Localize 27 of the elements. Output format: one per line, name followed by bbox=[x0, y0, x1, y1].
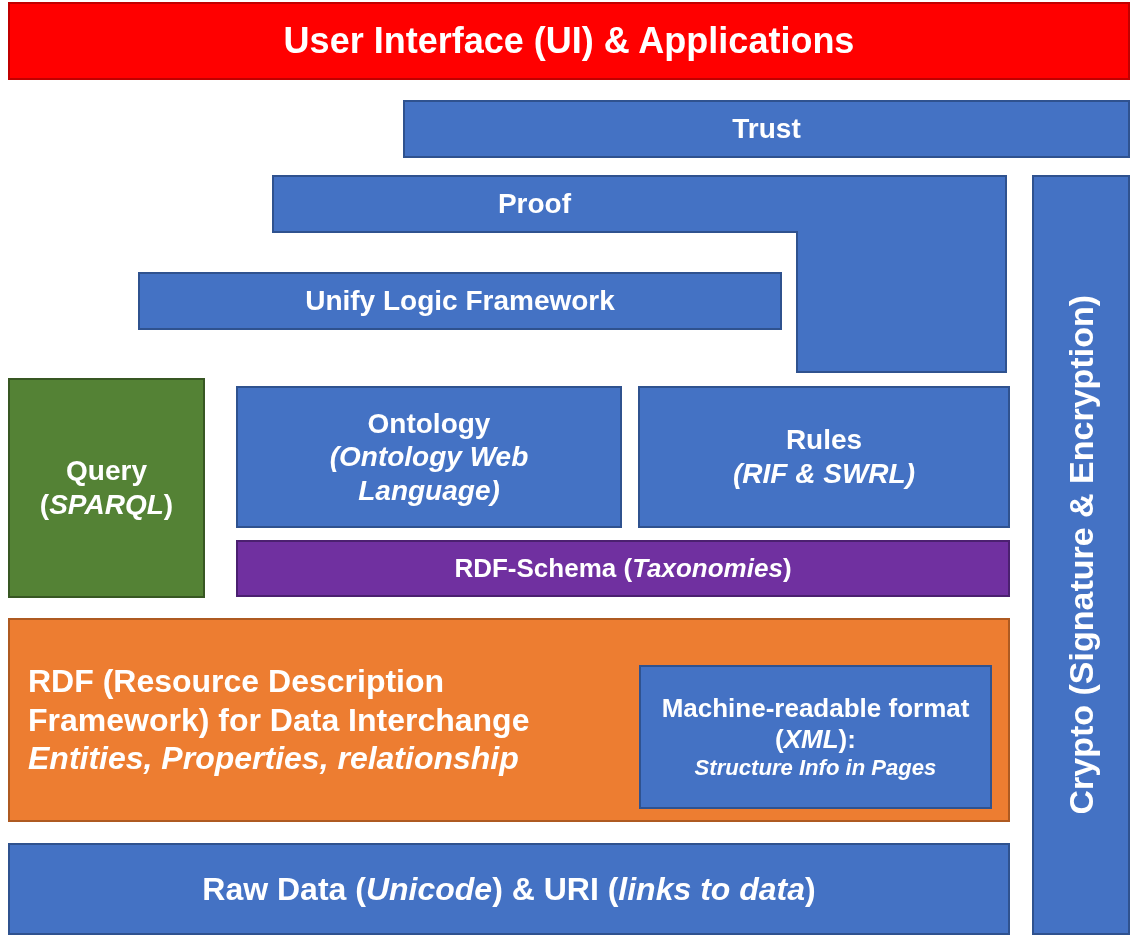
layer-bar bbox=[8, 843, 1010, 935]
layer-label: (RIF & SWRL) bbox=[733, 457, 915, 491]
layer-label: Entities, Properties, relationship bbox=[28, 739, 519, 778]
layer-bar bbox=[639, 665, 992, 809]
layer-label: Proof bbox=[497, 186, 572, 221]
layer-bar bbox=[138, 272, 782, 330]
layer-label: Ontology bbox=[367, 406, 491, 441]
layer-label: Query (SPARQL) bbox=[38, 454, 175, 522]
layer-bar bbox=[8, 378, 205, 598]
layer-label: RDF (Resource Description Framework) for Data Interchange bbox=[28, 662, 531, 740]
layer-label: Crypto (Signature & Encryption) bbox=[1060, 295, 1101, 815]
layer-bar bbox=[403, 100, 1130, 158]
layer-label: RDF-Schema (Taxonomies) bbox=[454, 552, 792, 585]
layer-label: Machine-readable format (XML): bbox=[660, 692, 971, 755]
layer-bar bbox=[1032, 175, 1130, 935]
layer-label: Raw Data (Unicode) & URI (links to data) bbox=[202, 869, 816, 909]
layer-label: Unify Logic Framework bbox=[305, 284, 615, 318]
layer-bar bbox=[236, 540, 1010, 597]
layer-bar bbox=[8, 618, 1010, 822]
layer-bar bbox=[638, 386, 1010, 528]
layer-label: Trust bbox=[732, 112, 801, 146]
layer-label: Rules bbox=[785, 423, 863, 457]
layer-label: Structure Info in Pages bbox=[694, 754, 937, 782]
layer-label: (Ontology Web Language) bbox=[328, 440, 530, 508]
layer-label: User Interface (UI) & Applications bbox=[283, 19, 855, 63]
layer-bar bbox=[236, 386, 622, 528]
layer-bar bbox=[8, 2, 1130, 80]
